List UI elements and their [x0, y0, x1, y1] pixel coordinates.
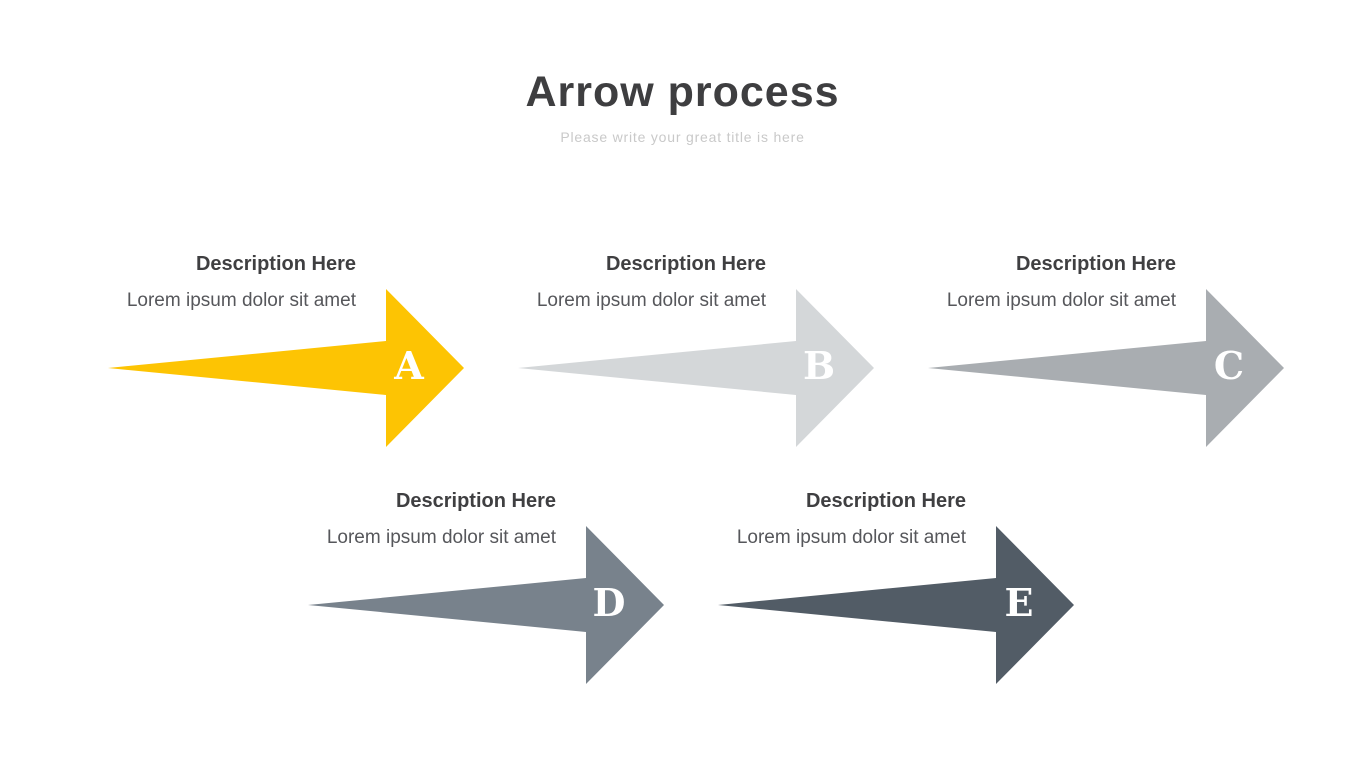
step-heading: Description Here — [805, 490, 966, 512]
process-step-b: Description Here Lorem ipsum dolor sit a… — [518, 250, 874, 490]
step-heading: Description Here — [195, 253, 356, 275]
step-letter: D — [592, 580, 626, 626]
arrow-shape — [308, 526, 664, 684]
step-heading: Description Here — [1015, 253, 1176, 275]
step-letter: B — [802, 343, 836, 389]
arrow-right-icon — [928, 289, 1284, 447]
arrow-shape — [518, 289, 874, 447]
process-step-d: Description Here Lorem ipsum dolor sit a… — [308, 487, 664, 727]
arrow-right-icon — [518, 289, 874, 447]
step-body: Lorem ipsum dolor sit amet — [126, 290, 356, 311]
arrow-shape — [928, 289, 1284, 447]
arrow-shape — [108, 289, 464, 447]
step-heading: Description Here — [395, 490, 556, 512]
arrow-right-icon — [718, 526, 1074, 684]
step-body: Lorem ipsum dolor sit amet — [736, 527, 966, 548]
step-letter: C — [1213, 343, 1245, 389]
process-step-a: Description Here Lorem ipsum dolor sit a… — [108, 250, 464, 490]
step-heading: Description Here — [605, 253, 766, 275]
arrow-right-icon — [308, 526, 664, 684]
step-body: Lorem ipsum dolor sit amet — [326, 527, 556, 548]
step-letter: A — [394, 343, 424, 389]
arrow-right-icon — [108, 289, 464, 447]
step-body: Lorem ipsum dolor sit amet — [536, 290, 766, 311]
step-body: Lorem ipsum dolor sit amet — [946, 290, 1176, 311]
arrow-shape — [718, 526, 1074, 684]
slide-title: Arrow process — [525, 68, 840, 116]
slide-subtitle: Please write your great title is here — [560, 129, 805, 145]
step-letter: E — [1004, 580, 1034, 626]
process-step-e: Description Here Lorem ipsum dolor sit a… — [718, 487, 1074, 727]
process-step-c: Description Here Lorem ipsum dolor sit a… — [928, 250, 1284, 490]
